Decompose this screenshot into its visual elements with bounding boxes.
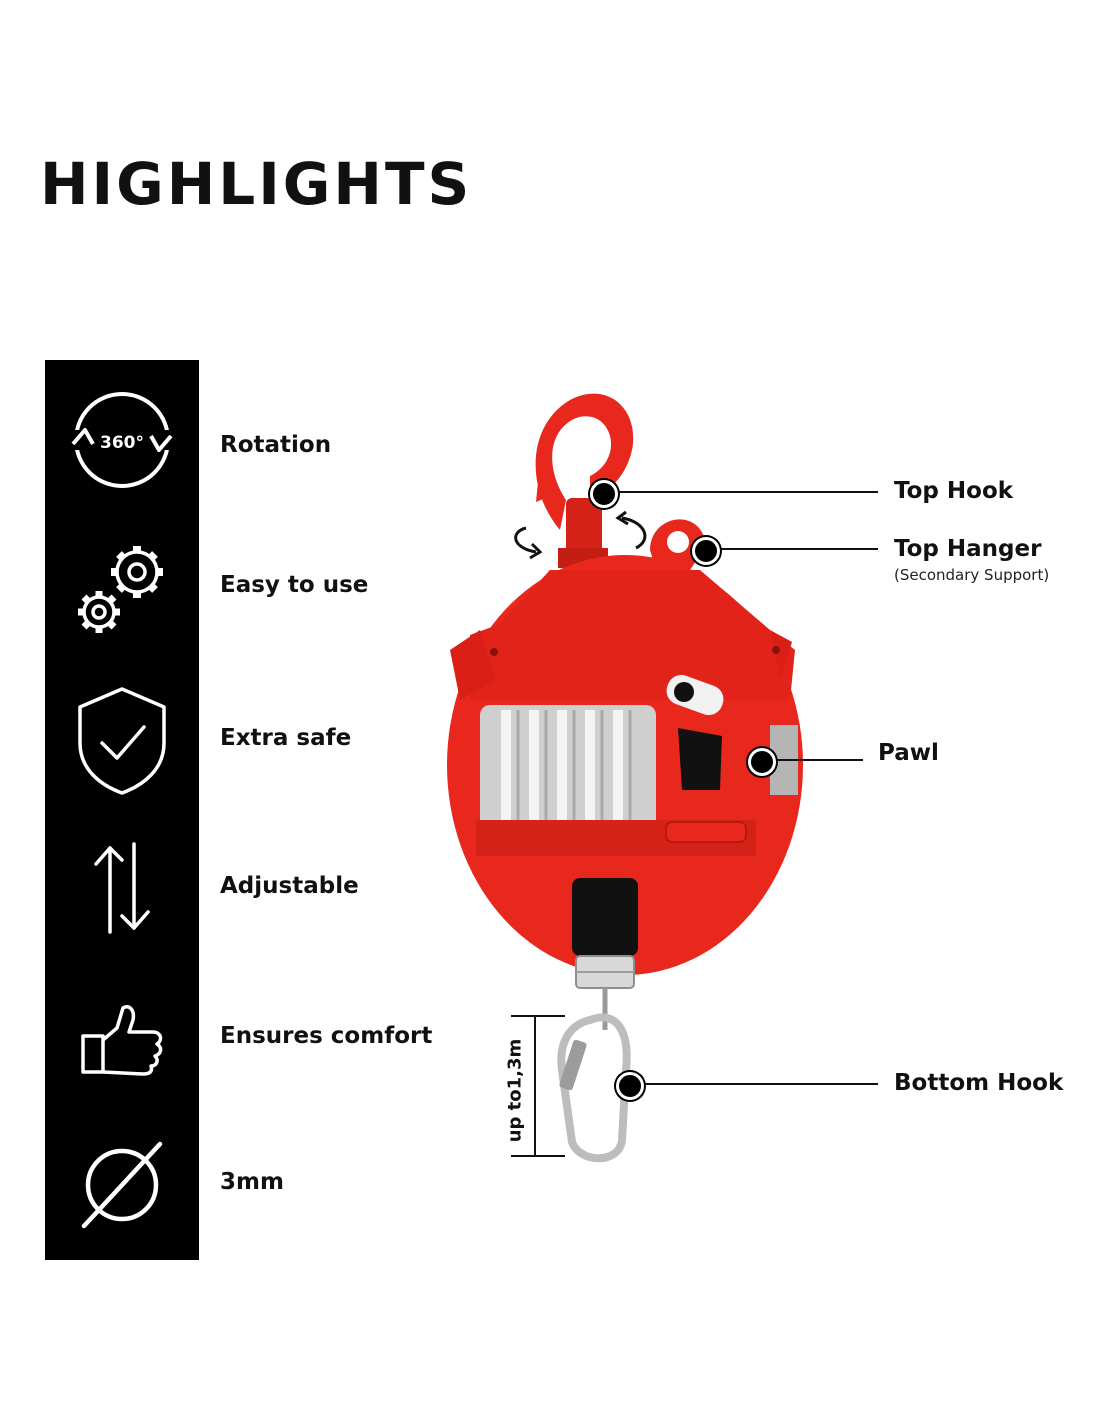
up-down-arrows-icon bbox=[45, 838, 199, 938]
spring-balancer-image bbox=[440, 380, 810, 1184]
feature-label-ensures-comfort: Ensures comfort bbox=[220, 1023, 433, 1049]
top-hook-marker bbox=[590, 480, 618, 508]
pawl-callout-line bbox=[761, 759, 863, 761]
feature-label-rotation: Rotation bbox=[220, 432, 332, 458]
feature-label-adjustable: Adjustable bbox=[220, 873, 359, 899]
pawl-marker bbox=[748, 748, 776, 776]
top-hanger-label: Top Hanger bbox=[894, 536, 1042, 562]
dimension-label: up to1,3m bbox=[504, 1038, 526, 1142]
thumbs-up-icon bbox=[45, 1000, 199, 1080]
feature-label-easy-to-use: Easy to use bbox=[220, 572, 369, 598]
page-title: HIGHLIGHTS bbox=[40, 150, 473, 218]
gears-icon bbox=[45, 538, 199, 642]
top-hanger-sublabel: (Secondary Support) bbox=[894, 566, 1050, 584]
top-hanger-callout-line bbox=[705, 548, 878, 550]
bottom-hook-callout-line bbox=[629, 1083, 878, 1085]
feature-label-diameter: 3mm bbox=[220, 1169, 284, 1195]
feature-icon-bar: 360° bbox=[45, 360, 199, 1260]
bottom-hook-marker bbox=[616, 1072, 644, 1100]
top-hook-label: Top Hook bbox=[894, 478, 1014, 504]
shield-check-icon bbox=[45, 685, 199, 797]
rotation-360-label: 360° bbox=[100, 433, 144, 453]
dimension-bracket bbox=[511, 1015, 565, 1157]
top-hanger-marker bbox=[692, 537, 720, 565]
pawl-label: Pawl bbox=[878, 740, 939, 766]
top-hook-callout-line bbox=[603, 491, 878, 493]
dimension-label-wrap: up to1,3m bbox=[495, 1038, 535, 1142]
diameter-icon bbox=[45, 1140, 199, 1230]
bottom-hook-label: Bottom Hook bbox=[894, 1070, 1064, 1096]
feature-label-extra-safe: Extra safe bbox=[220, 725, 352, 751]
rotation-360-icon: 360° bbox=[45, 388, 199, 492]
